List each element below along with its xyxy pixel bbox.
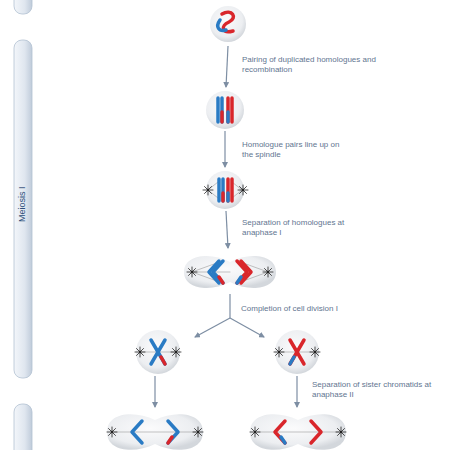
step-label: Pairing of duplicated homologues and rec… [242,55,384,75]
cell [250,414,346,450]
step-label: Separation of homologues at anaphase I [242,218,362,238]
phase-label: Meiosis I [17,186,28,222]
phase-bar [14,40,32,378]
cell [206,91,244,129]
step-label: Completion of cell division I [241,304,401,314]
phase-bar [14,0,32,14]
step-label: Separation of sister chromatids at anaph… [312,380,450,400]
cell [135,330,181,374]
cell [184,256,276,288]
cell [203,171,248,209]
phase-bar [14,404,32,450]
cell [210,6,246,42]
step-label: Homologue pairs line up on the spindle [242,140,344,160]
cell [107,414,203,450]
cell [274,330,320,374]
